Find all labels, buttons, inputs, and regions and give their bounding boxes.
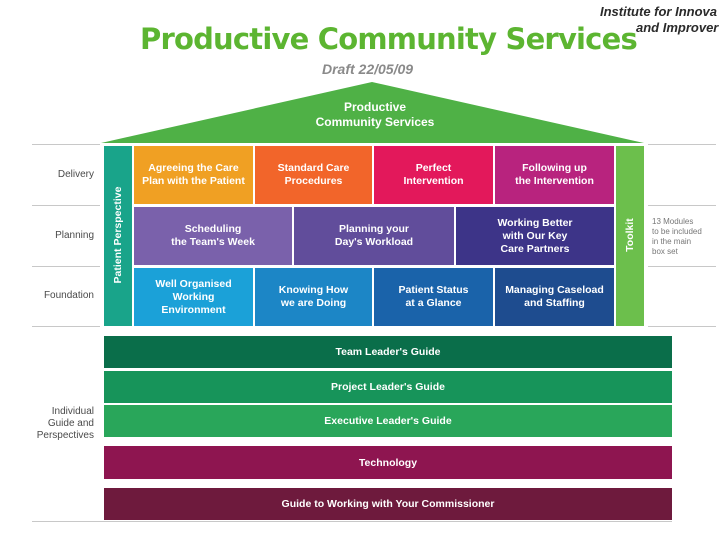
module-line: Working [172,290,215,303]
roof-label: Productive Community Services [270,100,480,130]
row-label-delivery: Delivery [57,169,94,180]
module-line: Standard Care [277,162,350,174]
module-line: Working Better [497,216,573,229]
row-label-individual: Individual Guide and Perspectives [32,406,94,442]
guide-executive-leader: Executive Leader's Guide [104,405,672,437]
page-title: Productive Community Services [140,22,638,56]
divider-line [32,144,100,145]
divider-line [648,266,716,267]
toolkit-pillar: Toolkit [616,146,644,326]
row-label-individual-line2: Guide and [47,418,94,429]
modules-side-note: 13 Modules to be included in the main bo… [652,217,702,257]
module-line: Scheduling [184,223,242,235]
module-line: and Staffing [524,297,585,309]
module-line: Planning your [338,223,409,235]
divider-line [32,205,100,206]
patient-perspective-pillar: Patient Perspective [104,146,132,326]
row-label-individual-line1: Individual [51,406,94,417]
side-note-line: box set [652,247,678,256]
guide-working-with-commissioner: Guide to Working with Your Commissioner [104,488,672,520]
patient-perspective-label: Patient Perspective [112,186,124,284]
module-line: Patient Status [398,284,469,296]
institute-name-line2: and Improver [636,20,719,35]
module-line: Care Partners [500,242,570,255]
module-line: Environment [161,303,226,316]
guide-project-leader: Project Leader's Guide [104,371,672,403]
roof-shape [101,82,644,143]
divider-line [648,205,716,206]
module-line: Plan with the Patient [142,175,245,187]
draft-date: Draft 22/05/09 [322,61,414,77]
side-note-line: to be included [652,227,702,236]
divider-line [32,521,672,522]
module-line: Knowing How [278,284,349,296]
module-line: Perfect [415,162,452,174]
module-line: Day's Workload [334,236,414,248]
divider-line [32,266,100,267]
roof-label-line2: Community Services [315,115,435,129]
module-line: Agreeing the Care [148,162,239,174]
row-label-foundation: Foundation [43,290,94,301]
side-note-line: in the main [652,237,692,246]
row-label-planning: Planning [55,230,94,241]
toolkit-label: Toolkit [624,218,636,252]
module-line: Procedures [284,175,343,187]
roof-label-line1: Productive [343,100,406,114]
module-line: the Intervention [515,175,594,187]
divider-line [648,144,716,145]
module-line: with Our Key [502,229,568,242]
module-line: Following up [522,162,587,174]
guide-team-leader: Team Leader's Guide [104,336,672,368]
divider-line [32,326,100,327]
module-line: Well Organised [155,277,232,290]
side-note-line: 13 Modules [652,217,694,226]
divider-line [648,326,716,327]
module-line: at a Glance [405,297,462,309]
row-label-individual-line3: Perspectives [36,430,94,441]
guide-technology: Technology [104,446,672,479]
module-line: Managing Caseload [505,284,604,296]
institute-name-line1: Institute for Innova [600,4,717,19]
module-line: the Team's Week [171,236,255,248]
module-line: Intervention [403,175,464,187]
module-line: we are Doing [280,297,347,309]
